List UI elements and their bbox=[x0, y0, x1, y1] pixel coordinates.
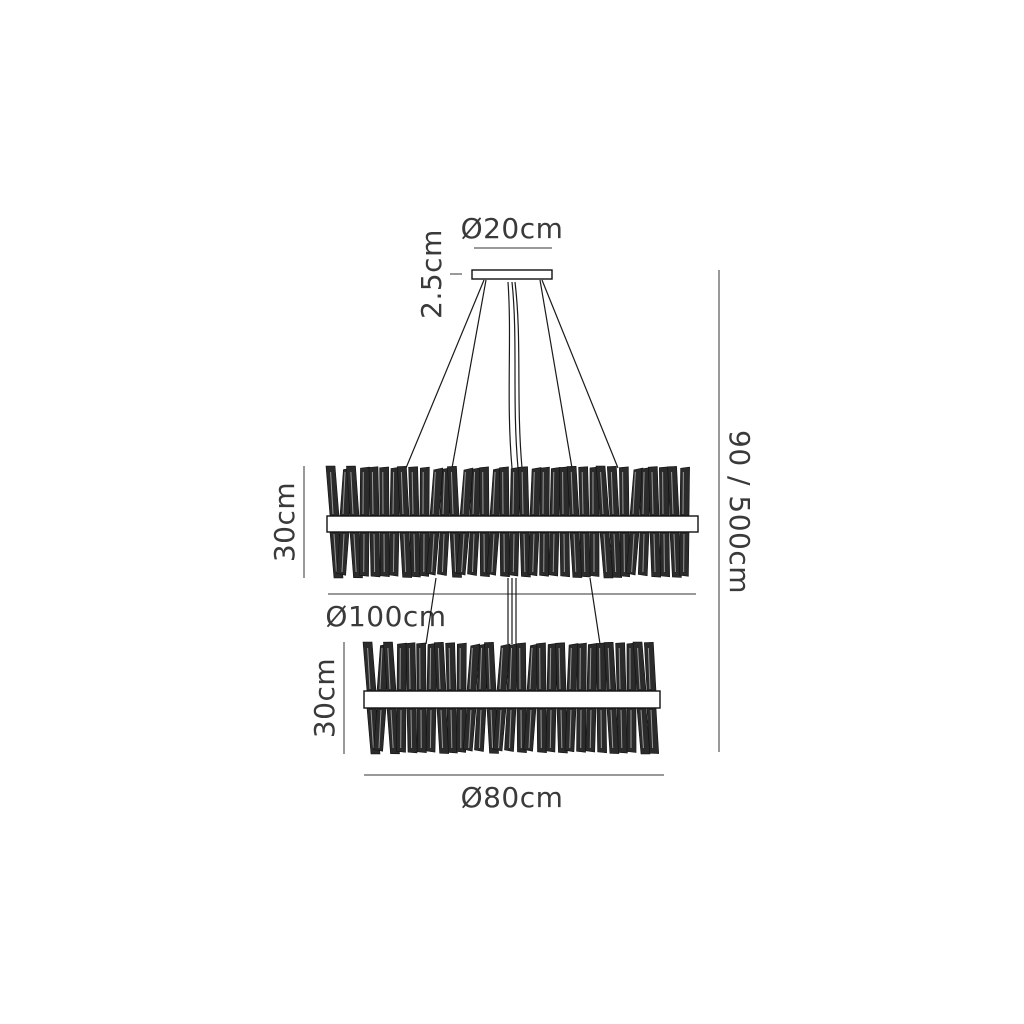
lower-diameter-label: Ø80cm bbox=[461, 781, 564, 814]
lower-suspension-wires bbox=[425, 577, 601, 645]
canopy-height-label: 2.5cm bbox=[415, 229, 448, 319]
upper-suspension-wires bbox=[405, 279, 619, 469]
lower-tier-crystals bbox=[362, 641, 660, 755]
lower-height-label: 30cm bbox=[308, 658, 341, 738]
ceiling-canopy bbox=[471, 269, 553, 280]
upper-height-label: 30cm bbox=[268, 482, 301, 562]
drop-height-label: 90 / 500cm bbox=[723, 430, 756, 594]
upper-diameter-label: Ø100cm bbox=[325, 600, 446, 633]
canopy-diameter-label: Ø20cm bbox=[461, 212, 564, 245]
lower-tier-band bbox=[363, 690, 661, 709]
upper-tier-band bbox=[326, 515, 699, 533]
